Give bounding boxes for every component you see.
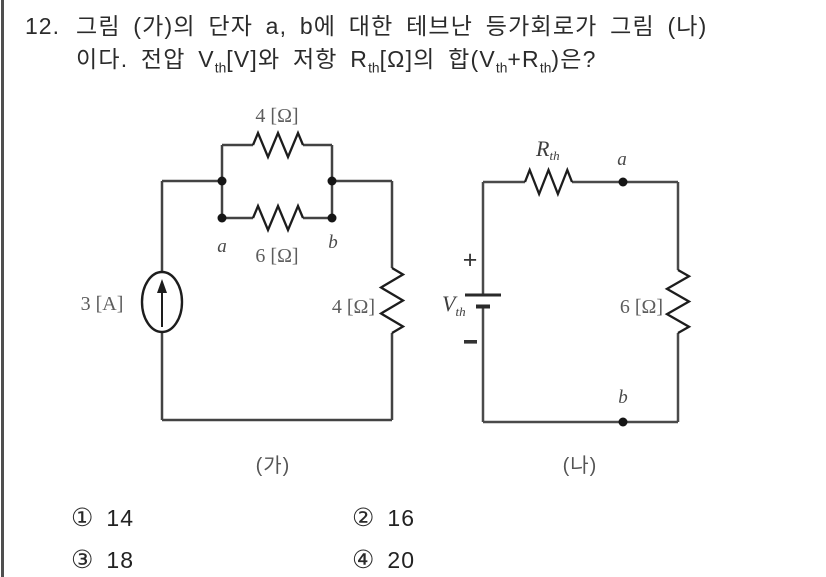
label-terminal-a: a: [217, 236, 227, 257]
label-6ohm-parallel: 6 [Ω]: [255, 245, 298, 267]
resistor-rth: [523, 166, 574, 198]
option-1: ① 14: [71, 505, 134, 532]
question-line2: 이다. 전압 Vth[V]와 저항 Rth[Ω]의 합(Vth+Rth)은?: [76, 46, 597, 76]
option-1-value: 14: [106, 505, 135, 531]
option-3-value: 18: [106, 547, 135, 573]
node-dot-a: [618, 177, 628, 187]
option-3: ③ 18: [71, 547, 134, 574]
option-3-marker: ③: [71, 546, 95, 574]
current-source-circle: [140, 270, 184, 334]
node-dot-left-mid: [217, 176, 227, 186]
option-2: ② 16: [352, 505, 415, 532]
current-source-arrow-head: [157, 279, 167, 293]
label-6ohm-load: 6 [Ω]: [620, 296, 663, 318]
option-4-value: 20: [387, 547, 416, 573]
node-dot-a: [217, 213, 227, 223]
figure-b-circuit: Rth a + Vth 6 [Ω] b (나): [442, 136, 692, 477]
page-left-border: [1, 0, 4, 577]
label-vth: Vth: [442, 291, 466, 319]
label-4ohm-load: 4 [Ω]: [332, 296, 375, 318]
label-4ohm-top: 4 [Ω]: [255, 105, 298, 127]
label-current-source: 3 [A]: [81, 293, 124, 315]
label-rth: Rth: [535, 136, 560, 163]
resistor-6ohm-parallel: [251, 203, 305, 233]
polarity-plus: +: [463, 246, 478, 274]
option-1-marker: ①: [71, 504, 95, 532]
circuit-a-wires: [160, 143, 394, 422]
polarity-minus: [464, 340, 477, 344]
option-2-value: 16: [387, 505, 416, 531]
resistor-6ohm-load: [664, 269, 692, 334]
node-dot-right-mid: [327, 176, 337, 186]
label-terminal-b: b: [328, 232, 338, 253]
question-number: 12.: [25, 13, 60, 39]
resistor-4ohm-load: [378, 267, 406, 334]
node-dot-b: [618, 417, 628, 427]
option-2-marker: ②: [352, 504, 376, 532]
option-4-marker: ④: [352, 546, 376, 574]
figure-a-circuit: 4 [Ω] a 6 [Ω] b 3 [A] 4 [Ω] (가): [81, 105, 406, 477]
figure-b-caption: (나): [563, 454, 598, 477]
question-line1: 그림 (가)의 단자 a, b에 대한 테브난 등가회로가 그림 (나): [76, 13, 708, 39]
figure-a-caption: (가): [256, 454, 291, 477]
node-dot-b: [327, 213, 337, 223]
label-terminal-b: b: [618, 387, 628, 408]
resistor-4ohm-top: [251, 130, 305, 160]
label-terminal-a: a: [617, 149, 627, 170]
option-4: ④ 20: [352, 547, 415, 574]
